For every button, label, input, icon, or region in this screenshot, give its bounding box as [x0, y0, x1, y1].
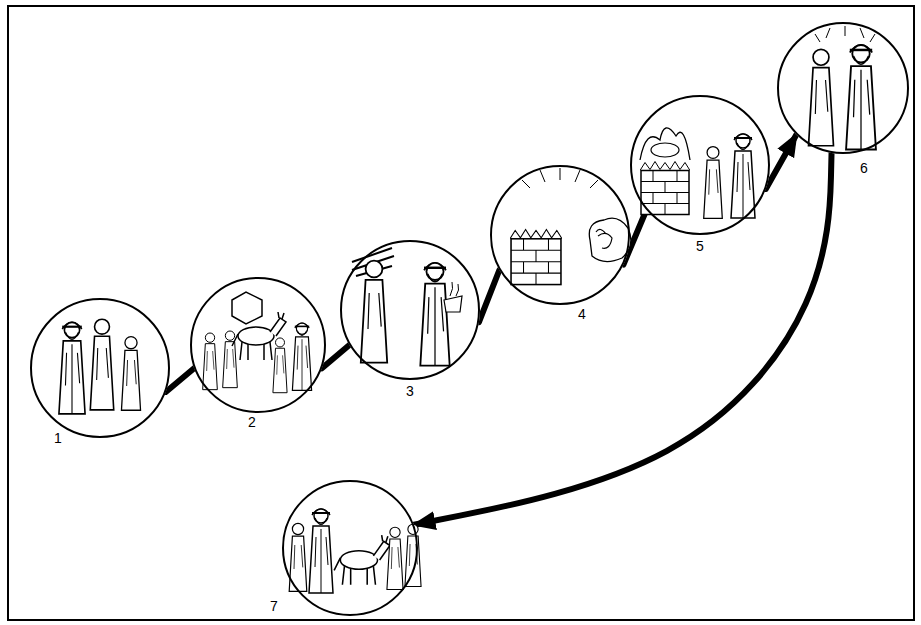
scene-number: 7: [268, 598, 280, 614]
story-arrow: [166, 368, 194, 392]
scene-circle: 6: [777, 22, 909, 154]
scene-number: 4: [576, 306, 588, 322]
scene-circle: 1: [30, 298, 170, 438]
circle-outline: [630, 95, 770, 235]
scene-circle: 4: [490, 165, 630, 305]
circle-outline: [490, 165, 630, 305]
story-arrow: [479, 270, 499, 322]
circle-border: [491, 166, 629, 304]
circle-border: [283, 481, 417, 615]
scene-circle: 3: [340, 240, 480, 380]
circle-outline: [340, 240, 480, 380]
circle-border: [631, 96, 769, 234]
scene-circle: 5: [630, 95, 770, 235]
story-arrow: [766, 135, 797, 189]
scene-number: 1: [52, 430, 64, 446]
scene-number: 3: [404, 383, 416, 399]
circle-border: [191, 278, 325, 412]
circle-border: [31, 299, 169, 437]
scene-number: 2: [246, 414, 258, 430]
scene-circle: 7: [282, 480, 418, 616]
circle-border: [778, 23, 908, 153]
story-arrow: [322, 345, 349, 368]
circle-outline: [282, 480, 418, 616]
circle-outline: [30, 298, 170, 438]
circle-outline: [777, 22, 909, 154]
scene-number: 5: [694, 238, 706, 254]
circle-outline: [190, 277, 326, 413]
scene-number: 6: [858, 160, 870, 176]
scene-circle: 2: [190, 277, 326, 413]
story-arrow: [414, 153, 832, 525]
circle-border: [341, 241, 479, 379]
